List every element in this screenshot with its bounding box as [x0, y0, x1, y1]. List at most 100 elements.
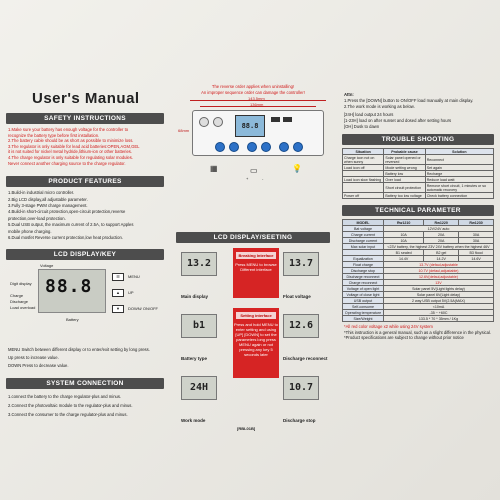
cell-label: Float voltage	[283, 294, 311, 299]
down-key-label: DOWN/ ON/OFF	[128, 306, 158, 312]
terminal-screw	[293, 142, 303, 152]
feature-line: mobile phone charging.	[8, 228, 52, 234]
feature-line: 3.Fully 3-stage PWM charge management.	[8, 202, 88, 208]
key-notes: MENU Switch between different display or…	[2, 346, 168, 370]
terminal-screw	[247, 142, 257, 152]
feature-line: protection,over-load protection.	[8, 215, 66, 221]
attn-line: 2.The work mode is working as below.	[344, 104, 415, 109]
system-text: 1.connect the battery to the charge regu…	[2, 392, 168, 419]
terminal-screw	[279, 142, 289, 152]
trouble-cell: Charge icon not on when sunny	[341, 154, 385, 165]
safety-header: SAFETY INSTRUCTIONS	[6, 113, 164, 124]
controller-button[interactable]	[213, 117, 223, 127]
terminal-screw	[229, 142, 239, 152]
minus-sign: -	[262, 176, 264, 181]
battery-label: Battery	[66, 317, 79, 323]
mini-lcd: 13.7	[283, 252, 319, 276]
battery-icon: ▭	[250, 166, 258, 175]
mini-lcd: 10.7	[283, 376, 319, 400]
lcd-digits: 88.8	[45, 276, 93, 298]
setting-cell: 13.7 Float voltage	[279, 250, 353, 308]
cell-label: Work mode	[181, 418, 206, 423]
up-key-label: UP	[128, 290, 134, 296]
lcd-setting-grid: 13.2 Main display 13.7 Float voltage b1 …	[175, 246, 331, 434]
features-header: PRODUCT FEATURES	[6, 176, 164, 188]
attn-block: Attn: 1.Press the [DOWN] button to ON/OF…	[338, 0, 498, 130]
foot-note: *This instruction is a general manual, s…	[344, 329, 492, 335]
trouble-cell: Check battery connection	[424, 192, 495, 199]
foot-note: *All red color voltage x2 while using 24…	[344, 324, 433, 329]
key-note: DOWN Press to decrease value.	[8, 363, 69, 369]
connection-diagram: The reverse order applies when uninstall…	[176, 84, 330, 192]
cell-label: Discharge stop	[283, 418, 316, 423]
safety-line: recognize the battery type before first …	[8, 132, 100, 138]
system-line: 2.Connect the photovoltaic module to the…	[8, 403, 133, 409]
system-line: 1.connect the battery to the charge regu…	[8, 394, 122, 400]
controller-button[interactable]	[199, 117, 209, 127]
cell-label: Discharge reconnect	[283, 356, 328, 361]
breaking-interface-title: Breaking Interface	[236, 252, 276, 259]
setting-cell: b1 Battery type	[177, 312, 251, 370]
mini-lcd: 24H	[181, 376, 217, 400]
breaking-interface-text: Press MENU to browse Different interface	[235, 262, 277, 272]
setting-cell: 10.7 Discharge stop	[279, 374, 353, 432]
setting-cell: 13.2 Main display	[177, 250, 251, 308]
usb-port	[283, 117, 292, 122]
cell-label: Main display	[181, 294, 209, 299]
feature-line: 5.Dual USB output, the maximum current o…	[8, 222, 134, 228]
safety-line: it is not suited for nickel metal hydrid…	[8, 149, 133, 155]
charge-label: Charge	[10, 293, 24, 299]
attn-line: [1-23H] load on after sunset and dosed a…	[344, 118, 452, 123]
tech-header: TECHNICAL PARAMETER	[342, 205, 494, 216]
key-note: Up press to increase value.	[8, 355, 59, 361]
height-dimension: 68mm	[178, 128, 190, 133]
controller-lcd: 88.8	[235, 115, 265, 137]
cell-label: Battery type	[181, 356, 208, 361]
usb-port	[271, 117, 280, 122]
feature-line: 1.Build-in industrial micro controller.	[8, 190, 75, 196]
menu-key-icon: ☰	[112, 273, 124, 282]
controller-lcd-value: 88.8	[241, 122, 259, 130]
terminal-screw	[261, 142, 271, 152]
right-column: Attn: 1.Press the [DOWN] button to ON/OF…	[338, 0, 498, 500]
tech-row-label: Size/Weight	[342, 315, 384, 322]
mini-lcd: 13.2	[181, 252, 217, 276]
setting-interface-text: Press and hold MENU to enter setting and…	[233, 322, 279, 357]
safety-line: 2.The battery cable should be as short a…	[8, 138, 134, 144]
tech-cell: 133.5 * 70 * 35mm / 1Kg	[382, 315, 495, 322]
sequence-note: An improper sequence order can damage th…	[201, 89, 305, 95]
key-note: MENU Switch between different display or…	[8, 347, 150, 353]
setting-cell: 12.6 Discharge reconnect	[279, 312, 353, 370]
foot-note: *Product specifications are subject to c…	[344, 335, 464, 341]
attn-line: [OH] Dusk to dawn	[344, 124, 380, 129]
solar-panel-icon: ▦	[210, 164, 218, 173]
discharge-label: Discharge	[10, 299, 29, 305]
trouble-cell: Reconnect	[424, 154, 495, 165]
controller-body: 88.8	[192, 110, 324, 156]
breaking-interface-box: Breaking Interface Press MENU to browse …	[233, 248, 279, 298]
setting-interface-box: Setting interface Press and hold MENU to…	[233, 308, 279, 378]
uninstall-note: The reverse order applies when uninstall…	[211, 84, 295, 89]
inner-dimension-line	[200, 106, 316, 107]
trouble-cell: Power off	[341, 192, 385, 199]
safety-line: 4.The charge regulator is only suitable …	[8, 154, 133, 160]
trouble-cell: Remove short circuit, 1 minutes or so au…	[424, 182, 495, 193]
feature-line: 6.Dual mosfet Reverse current protection…	[8, 235, 123, 240]
trouble-cell	[341, 182, 385, 193]
lcd-setting-header: LCD DISPLAY/SEETING	[176, 232, 330, 243]
system-line: 3.Connect the consumer to the charge reg…	[8, 412, 128, 418]
feature-line: 4.Build-in short-circuit protection,open…	[8, 209, 126, 215]
down-key-icon: ▼	[112, 305, 124, 314]
system-header: SYSTEM CONNECTION	[6, 378, 164, 390]
outer-dimension: 143.5mm	[248, 96, 265, 101]
terminal-screw	[215, 142, 225, 152]
foot-notes: *All red color voltage x2 while using 24…	[338, 324, 498, 341]
safety-line: 3.The regulator is only suitable for lea…	[8, 143, 140, 149]
attn-title: Attn:	[344, 92, 354, 97]
middle-column: The reverse order applies when uninstall…	[172, 0, 334, 500]
inner-dimension: 136mm	[250, 102, 264, 107]
